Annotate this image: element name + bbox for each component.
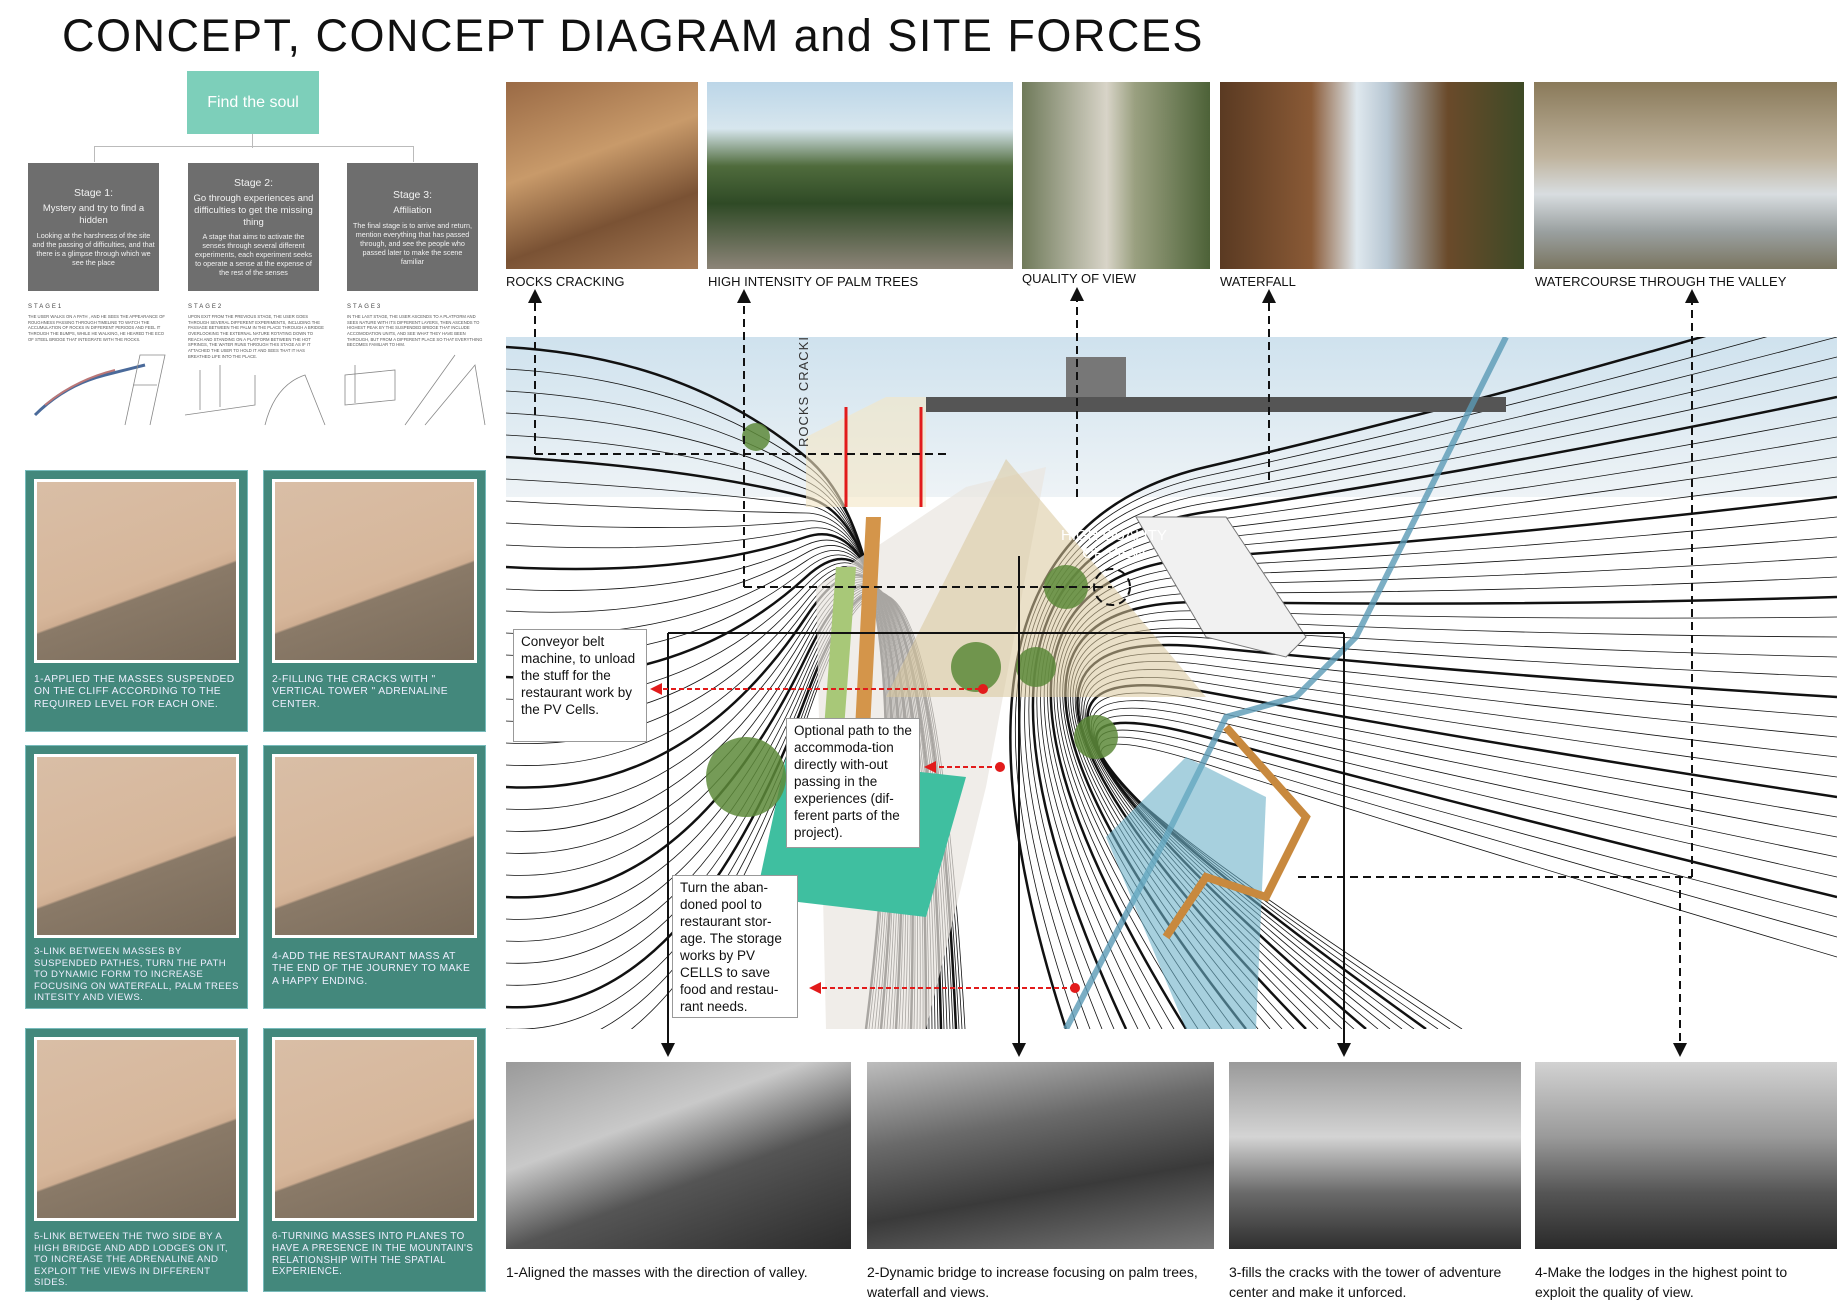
result-2-render: [867, 1062, 1214, 1249]
stage-note-heading: STAGE1: [28, 304, 64, 310]
stage-note-text: THE USER WALKS ON A PATH , AND HE SEES T…: [28, 314, 165, 342]
concept-sketches: [33, 354, 486, 426]
stage-subtitle: Mystery and try to find a hidden: [42, 203, 145, 227]
rocks-highlight: [806, 397, 926, 507]
step-panel-4: 4-ADD THE RESTAURANT MASS AT THE END OF …: [263, 745, 486, 1009]
sky: [506, 337, 1837, 497]
connector: [413, 146, 414, 162]
watercourse-photo: [1534, 82, 1837, 269]
connector: [94, 146, 95, 162]
note-optional-path: Optional path to the accommoda-tion dire…: [786, 718, 920, 848]
contour-line-right: [1024, 356, 1837, 1029]
page-title: CONCEPT, CONCEPT DIAGRAM and SITE FORCES: [62, 10, 1204, 61]
stage-note-text: IN THE LAST STAGE, THE USER ASCENDS TO A…: [347, 314, 483, 348]
view-label-line: HIGH QUALITY: [1061, 527, 1167, 544]
orange-path: [831, 517, 881, 877]
contour-line-right: [1074, 636, 1837, 1029]
step-2-model-image: [272, 479, 477, 663]
stage-title: Stage 1:: [73, 187, 114, 200]
step-caption: 4-ADD THE RESTAURANT MASS AT THE END OF …: [272, 951, 471, 987]
contour-line-right: [1028, 376, 1837, 1029]
result-4-caption: 4-Make the lodges in the highest point t…: [1535, 1264, 1788, 1300]
tower: [1066, 357, 1126, 397]
result-3-render: [1229, 1062, 1521, 1249]
stage-description: Looking at the harshness of the site and…: [32, 230, 155, 267]
rocks-photo: [506, 82, 698, 269]
stage-note-text: UPON EXIT FROM THE PREVIOUS STAGE, THE U…: [188, 314, 324, 359]
view-label-line: OF VIEW: [1082, 545, 1146, 562]
step-panel-3: 3-LINK BETWEEN MASSES BY SUSPENDED PATHE…: [25, 745, 248, 1009]
step-6-model-image: [272, 1037, 477, 1221]
step-panel-6: 6-TURNING MASSES INTO PLANES TO HAVE A P…: [263, 1028, 486, 1292]
stage-note-heading: STAGE2: [188, 304, 224, 310]
step-caption: 3-LINK BETWEEN MASSES BY SUSPENDED PATHE…: [34, 946, 239, 1003]
lodge-building: [1135, 516, 1307, 658]
result-1-render: [506, 1062, 851, 1249]
rocks-cracking-label: ROCKS CRACKING: [796, 337, 811, 447]
force-label-watercourse: WATERCOURSE THROUGH THE VALLEY: [1535, 274, 1787, 289]
dynamic-bridge: [1162, 724, 1311, 940]
step-1-model-image: [34, 479, 239, 663]
step-caption: 2-FILLING THE CRACKS WITH " VERTICAL TOW…: [272, 674, 449, 710]
high-bridge: [926, 397, 1506, 412]
step-panel-5: 5-LINK BETWEEN THE TWO SIDE BY A HIGH BR…: [25, 1028, 248, 1292]
step-caption: 6-TURNING MASSES INTO PLANES TO HAVE A P…: [272, 1231, 474, 1278]
step-caption: 1-APPLIED THE MASSES SUSPENDED ON THE CL…: [34, 674, 235, 710]
result-1-caption: 1-Aligned the masses with the direction …: [506, 1264, 808, 1280]
stage-3-note: STAGE3 IN THE LAST STAGE, THE USER ASCEND…: [347, 303, 485, 348]
contour-line-right: [1014, 337, 1768, 1029]
stage-title: Stage 2:: [233, 176, 274, 189]
connector: [252, 134, 253, 148]
root-concept-box: Find the soul: [187, 71, 319, 134]
contour-line-right: [1076, 643, 1837, 1029]
force-label-waterfall: WATERFALL: [1220, 274, 1296, 289]
force-label-view: QUALITY OF VIEW: [1022, 271, 1136, 286]
step-caption: 5-LINK BETWEEN THE TWO SIDE BY A HIGH BR…: [34, 1231, 228, 1288]
stage-description: The final stage is to arrive and return,…: [352, 220, 473, 266]
palm-trees-photo: [707, 82, 1013, 269]
note-pool-storage: Turn the aban-doned pool to restaurant s…: [672, 875, 798, 1018]
contour-line-right: [1009, 337, 1707, 1029]
force-label-palm: HIGH INTENSITY OF PALM TREES: [708, 274, 919, 289]
stage-description: A stage that aims to activate the senses…: [194, 232, 313, 278]
step-panel-1: 1-APPLIED THE MASSES SUSPENDED ON THE CL…: [25, 470, 248, 732]
result-4-render: [1535, 1062, 1837, 1249]
waterfall-photo: [1220, 82, 1524, 269]
stage-1-box: Stage 1: Mystery and try to find a hidde…: [28, 163, 159, 291]
step-panel-2: 2-FILLING THE CRACKS WITH " VERTICAL TOW…: [263, 470, 486, 732]
stage-note-heading: STAGE3: [347, 304, 383, 310]
palm-trees: [706, 423, 1118, 817]
step-3-model-image: [34, 754, 239, 938]
note-conveyor-belt: Conveyor belt machine, to unload the stu…: [513, 629, 647, 742]
result-3-caption: 3-fills the cracks with the tower of adv…: [1229, 1264, 1502, 1300]
stage-subtitle: Go through experiences and difficulties …: [193, 192, 314, 228]
stage-2-box: Stage 2: Go through experiences and diff…: [188, 163, 319, 291]
rocks-arrows: [844, 407, 923, 507]
result-2-caption: 2-Dynamic bridge to increase focusing on…: [867, 1264, 1198, 1300]
force-label-rocks: ROCKS CRACKING: [506, 274, 625, 289]
contour-line-right: [1019, 337, 1837, 1029]
pool-channel: [1106, 757, 1266, 1029]
step-4-model-image: [272, 754, 477, 938]
connector: [94, 146, 414, 147]
stage-3-box: Stage 3: Affiliation The final stage is …: [347, 163, 478, 291]
stage-title: Stage 3:: [392, 188, 433, 201]
step-5-model-image: [34, 1037, 239, 1221]
view-photo: [1022, 82, 1210, 269]
contour-line-right: [1031, 395, 1837, 1029]
stage-subtitle: Affiliation: [393, 204, 432, 216]
